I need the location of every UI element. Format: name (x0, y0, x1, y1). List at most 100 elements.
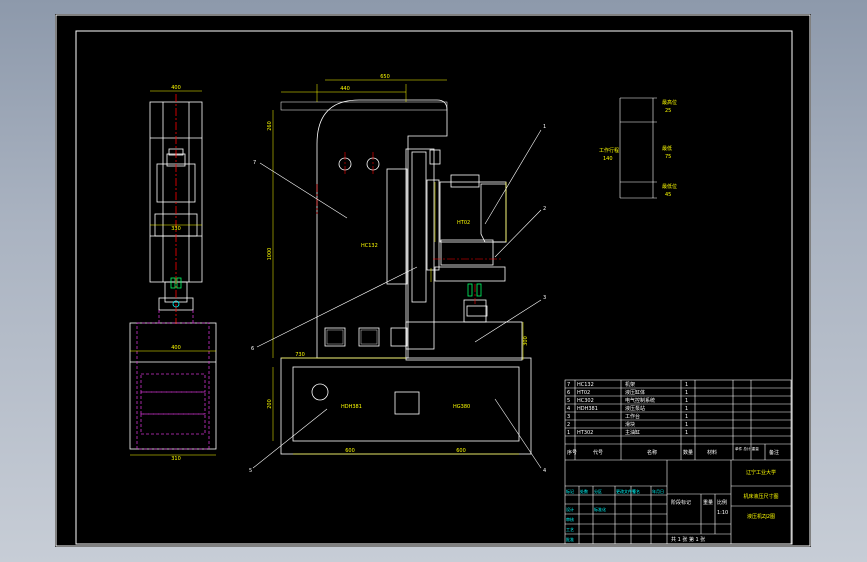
part-code: HT302 (577, 430, 593, 436)
dim-side: 260 (267, 121, 273, 131)
header-weight: 单件 总计 重量 (735, 446, 759, 451)
part-code: HDH381 (577, 406, 598, 412)
stage-label: 阶段标记 (671, 499, 691, 506)
dim-base-right: 600 (456, 448, 466, 454)
label-base-left: HDH381 (341, 404, 362, 410)
drawing-title: 机床液压尺寸图 (743, 493, 778, 500)
part-no: 6 (567, 390, 570, 396)
part-name: 液压缸体 (625, 389, 645, 396)
part-name: 主油缸 (625, 429, 640, 436)
stroke-top-val: 25 (665, 108, 671, 114)
stroke-bottom: 最低位 (662, 183, 677, 190)
sheet-count: 共 1 张 第 1 张 (671, 536, 705, 543)
part-qty: 1 (685, 398, 688, 404)
front-view (272, 79, 532, 455)
label-motor: HT02 (457, 220, 470, 226)
stroke-bottom-val: 45 (665, 192, 671, 198)
stroke-top: 最高位 (662, 99, 677, 106)
dim-mid-width: 440 (340, 86, 350, 92)
balloon-6: 6 (251, 346, 254, 352)
tb-cell: 标记 (566, 488, 574, 494)
title-block (564, 379, 792, 545)
label-base-right: HG380 (453, 404, 470, 410)
parts-row: 5 HC302 电气控制系统 1 (567, 397, 688, 404)
balloon-7: 7 (253, 160, 256, 166)
tb-cell: 标准化 (594, 506, 606, 512)
dim-small-h: 200 (267, 399, 273, 409)
part-code: HC302 (577, 398, 594, 404)
part-qty: 1 (685, 422, 688, 428)
parts-row: 3 工作台 1 (567, 413, 688, 420)
tb-cell: 更改文件号 (616, 488, 636, 494)
drawing-canvas: 400 330 400 310 (55, 14, 811, 547)
dim-right-h: 300 (523, 336, 529, 346)
side-dim-top: 400 (171, 85, 181, 91)
part-no: 3 (567, 414, 570, 420)
tb-cell: 工艺 (566, 527, 574, 532)
scale-value: 1:10 (717, 510, 728, 516)
part-qty: 1 (685, 414, 688, 420)
side-view (129, 90, 217, 456)
side-dim-base: 310 (171, 456, 181, 462)
part-qty: 1 (685, 382, 688, 388)
title-block-rows: 标记 处数 分区 更改文件号 签名 年月日 设计 标准化 审核 工艺 批准 (566, 488, 664, 542)
weight-label: 重量 (703, 499, 713, 506)
scale-label: 比例 (717, 499, 727, 506)
dim-left-label: 730 (295, 352, 305, 358)
part-qty: 1 (685, 406, 688, 412)
part-qty: 1 (685, 430, 688, 436)
part-name: 滑块 (625, 421, 635, 428)
part-no: 4 (567, 406, 570, 412)
tb-cell: 审核 (566, 516, 574, 522)
header-remark: 备注 (769, 449, 779, 456)
stroke-mid-val: 75 (665, 154, 671, 160)
balloon-1: 1 (543, 124, 546, 130)
cad-drawing: 400 330 400 310 (55, 14, 811, 547)
header-material: 材料 (707, 449, 717, 456)
dim-height-left: 1000 (267, 248, 273, 261)
balloon-2: 2 (543, 206, 546, 212)
balloon-5: 5 (249, 468, 252, 474)
school-name: 辽宁工业大学 (746, 469, 776, 476)
header-name: 名称 (647, 449, 657, 456)
parts-row: 4 HDH381 液压泵站 1 (567, 405, 688, 412)
tb-cell: 设计 (566, 506, 574, 512)
part-qty: 1 (685, 390, 688, 396)
drawing-number: 液压机ZJ2图 (747, 513, 775, 520)
part-name: 电气控制系统 (625, 397, 655, 404)
parts-row: 1 HT302 主油缸 1 (567, 429, 688, 436)
part-no: 1 (567, 430, 570, 436)
tb-cell: 分区 (594, 488, 602, 494)
header-no: 序号 (567, 449, 577, 456)
header-qty: 数量 (683, 449, 693, 456)
stroke-left-val: 140 (603, 156, 613, 162)
tb-cell: 年月日 (652, 488, 664, 494)
part-no: 7 (567, 382, 570, 388)
balloon-3: 3 (543, 295, 546, 301)
parts-row: 2 滑块 1 (567, 421, 688, 428)
outer-border (55, 14, 811, 547)
parts-header: 序号 代号 名称 数量 材料 单件 总计 重量 备注 (567, 446, 779, 456)
part-code: HT02 (577, 390, 590, 396)
leader-lines (252, 129, 542, 469)
part-code: HC132 (577, 382, 594, 388)
tb-cell: 签名 (632, 488, 640, 494)
parts-list: 7 HC132 机架 1 6 HT02 液压缸体 1 5 HC302 电气控制系… (567, 381, 779, 456)
part-no: 5 (567, 398, 570, 404)
part-name: 液压泵站 (625, 405, 645, 412)
stroke-mid: 最低 (662, 145, 672, 152)
parts-row: 7 HC132 机架 1 (567, 381, 688, 388)
dim-base-left: 600 (345, 448, 355, 454)
parts-row: 6 HT02 液压缸体 1 (567, 389, 688, 396)
side-dim-mid: 330 (171, 226, 181, 232)
inner-border (75, 30, 793, 545)
tb-cell: 处数 (580, 488, 588, 494)
part-name: 工作台 (625, 413, 640, 420)
stroke-left: 工作行程 (599, 147, 619, 154)
header-code: 代号 (593, 449, 603, 456)
tb-cell: 批准 (566, 536, 574, 542)
stroke-diagram (619, 97, 657, 199)
part-no: 2 (567, 422, 570, 428)
label-main-body: HC132 (361, 243, 378, 249)
part-name: 机架 (625, 381, 635, 388)
